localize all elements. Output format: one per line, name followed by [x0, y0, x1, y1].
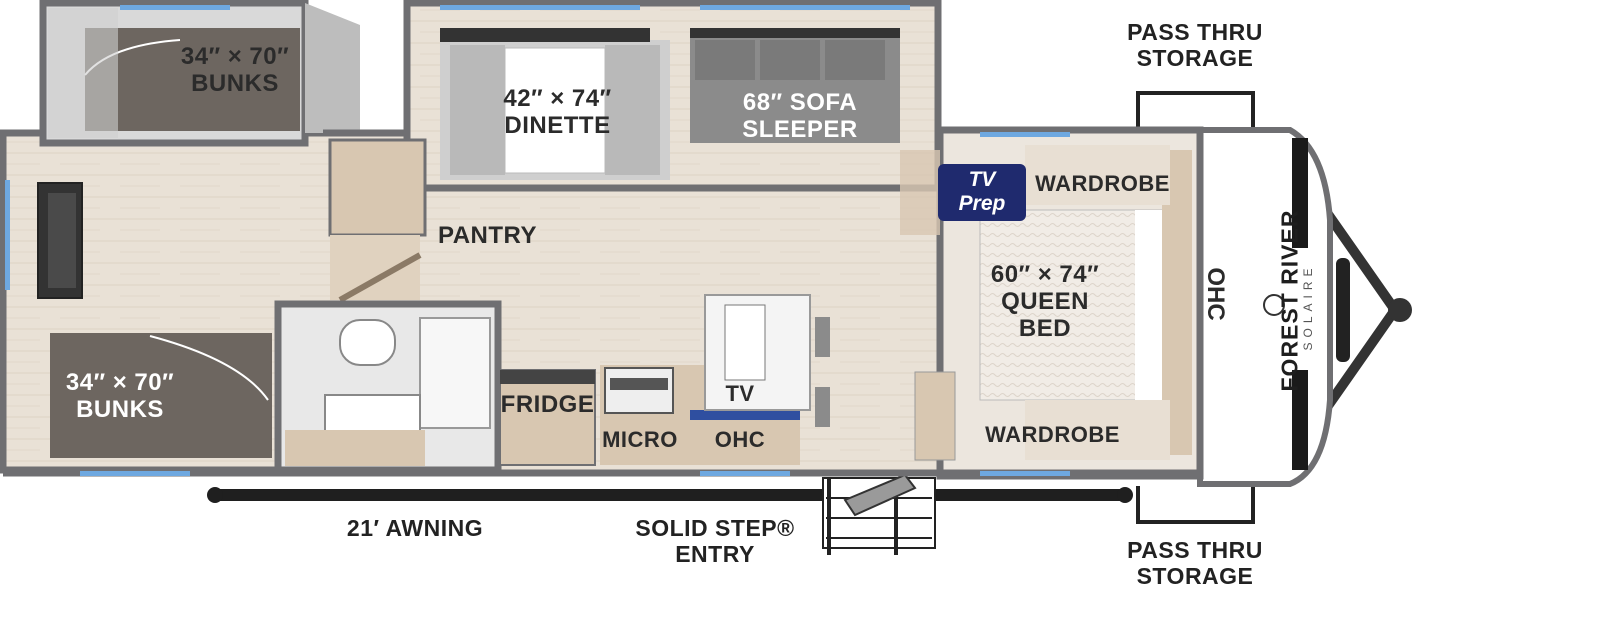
top-bunks-label: 34″ × 70″ BUNKS — [180, 43, 290, 97]
bedroom — [900, 145, 1192, 461]
bathroom — [274, 300, 502, 474]
storage-bracket-top — [1136, 91, 1255, 130]
storage-bracket-bottom — [1136, 486, 1255, 524]
brand-model-text: SOLAIRE — [1301, 263, 1315, 351]
storage-bottom-label: PASS THRU STORAGE — [1127, 537, 1263, 589]
micro-label: MICRO — [602, 427, 678, 452]
hitch — [1313, 197, 1412, 423]
entry-steps — [822, 473, 936, 555]
top-bunk-drawing — [48, 8, 300, 138]
bottom-bunk-drawing — [50, 333, 272, 458]
tv-label: TV — [725, 381, 755, 406]
wardrobe-bottom-label: WARDROBE — [985, 422, 1120, 447]
windows — [5, 5, 1070, 476]
awning-label: 21′ AWNING — [346, 515, 484, 541]
queen-bed-label: 60″ × 74″ QUEEN BED — [990, 261, 1100, 342]
tv-prep-badge: TV Prep — [938, 164, 1026, 221]
sofa-drawing — [690, 28, 900, 143]
front-ohc-label: OHC — [1202, 267, 1229, 321]
wardrobe-top-label: WARDROBE — [1035, 171, 1170, 196]
dinette-label: 42″ × 74″ DINETTE — [503, 85, 612, 139]
dinette-drawing — [440, 28, 670, 180]
brand-logo-text: FOREST RIVER — [1276, 209, 1303, 392]
front-cap — [1197, 127, 1333, 487]
awning-bar — [207, 487, 1133, 503]
kitchen — [499, 294, 830, 466]
entry-label: SOLID STEP® ENTRY — [635, 515, 795, 567]
pantry-drawing — [328, 138, 427, 303]
storage-top-label: PASS THRU STORAGE — [1127, 19, 1263, 71]
fridge-label: FRIDGE — [500, 391, 595, 418]
bottom-bunks-label: 34″ × 70″ BUNKS — [65, 369, 175, 423]
kitchen-ohc-label: OHC — [714, 427, 766, 452]
pantry-label: PANTRY — [438, 222, 537, 249]
sofa-label: 68″ SOFA SLEEPER — [742, 89, 858, 143]
